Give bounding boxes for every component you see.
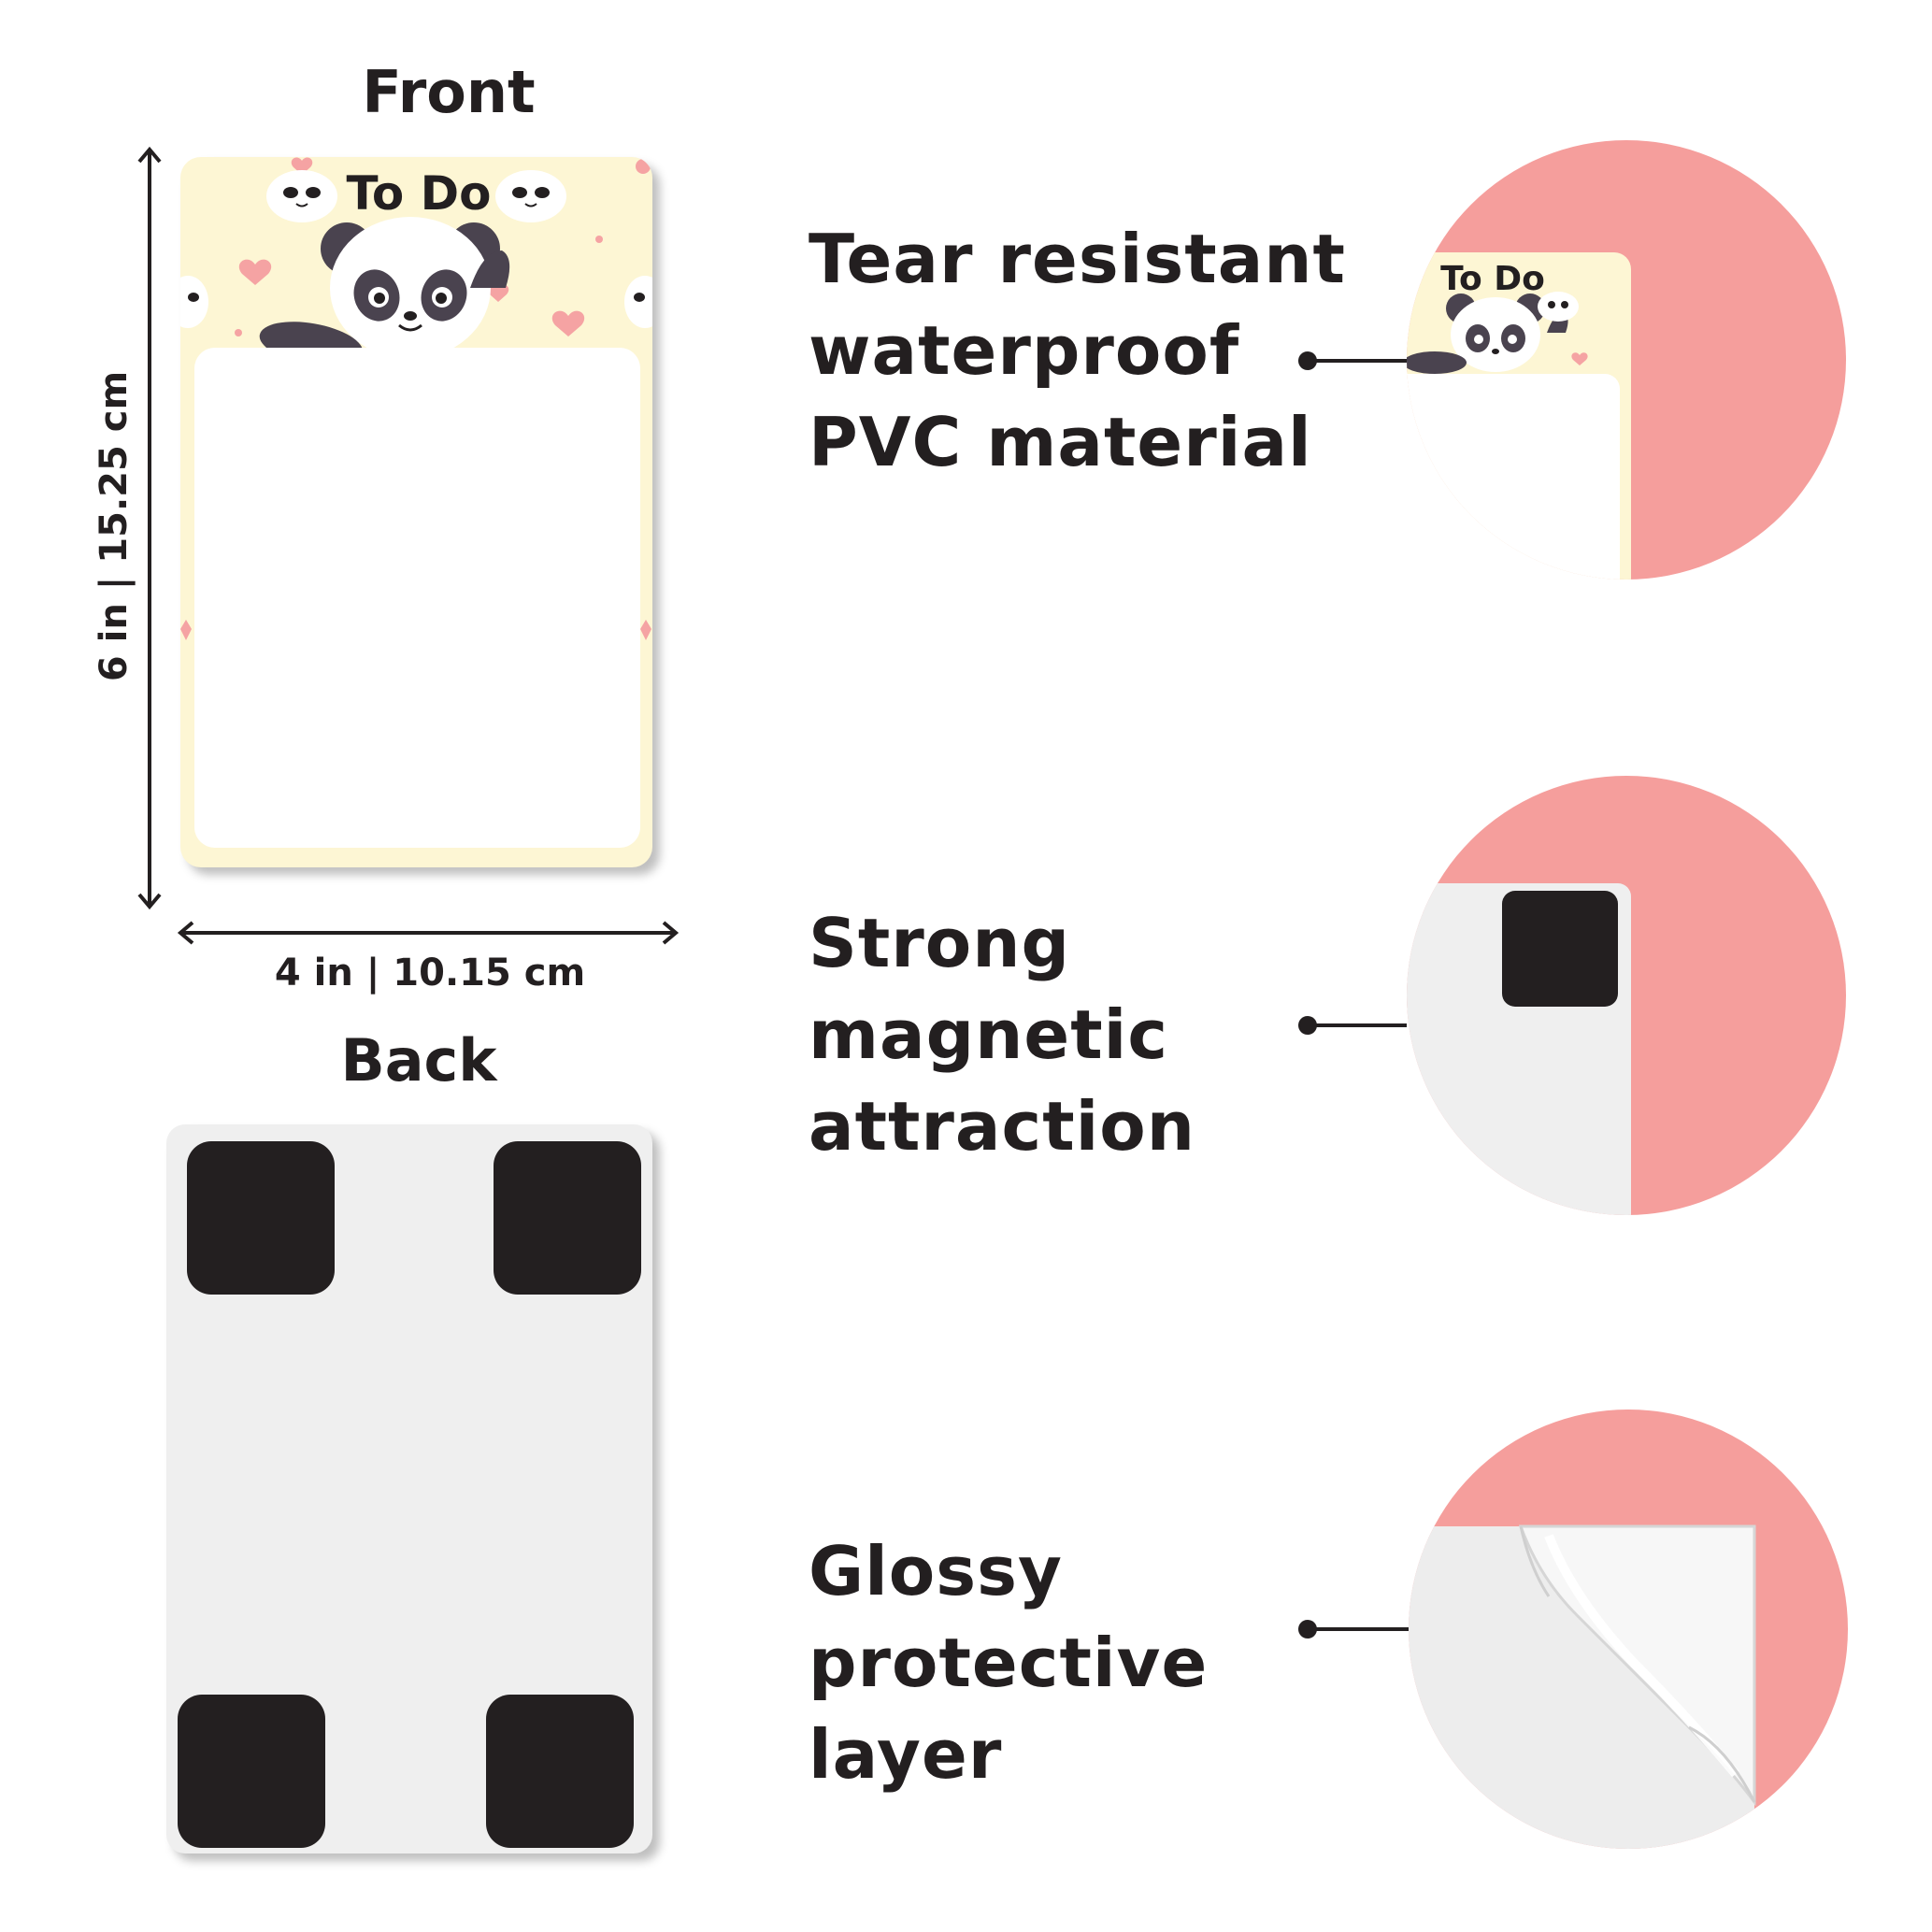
feature-3-line-3: layer (809, 1715, 1003, 1794)
back-heading: Back (340, 1026, 497, 1095)
width-dimension-arrow (177, 921, 680, 945)
feature-text-2: Strong magnetic attraction (809, 897, 1195, 1172)
back-corner-closeup (1407, 883, 1631, 1215)
feature-1-line-3: PVC material (809, 403, 1312, 481)
closeup-magnet (1502, 891, 1618, 1007)
closeup-panda-illustration (1407, 292, 1588, 374)
panda-pattern-illustration (180, 157, 652, 640)
closeup-writing-area (1407, 374, 1620, 580)
small-panda-right (495, 170, 566, 222)
feature-1-line-2: waterproof (809, 311, 1240, 390)
connector-line-3 (1308, 1627, 1409, 1631)
main-panda (259, 217, 510, 366)
front-card: To Do (180, 157, 652, 867)
height-dimension-arrow (137, 146, 162, 910)
feature-1-circle: To Do (1407, 140, 1846, 580)
feature-2-line-1: Strong (809, 904, 1071, 982)
width-label: 4 in | 10.15 cm (274, 952, 586, 995)
front-heading: Front (362, 58, 536, 126)
connector-line-1 (1308, 359, 1407, 363)
writing-area (194, 348, 640, 848)
feature-2-line-2: magnetic (809, 995, 1169, 1074)
back-card (166, 1124, 652, 1853)
magnet-top-right (494, 1141, 641, 1295)
height-label: 6 in | 15.25 cm (93, 370, 136, 682)
feature-3-line-1: Glossy (809, 1532, 1063, 1610)
peeling-film-illustration (1409, 1524, 1756, 1849)
feature-2-line-3: attraction (809, 1087, 1196, 1166)
feature-text-3: Glossy protective layer (809, 1525, 1208, 1800)
closeup-title: To Do (1440, 260, 1545, 298)
card-corner-closeup: To Do (1407, 252, 1631, 580)
magnet-bottom-right (486, 1695, 634, 1848)
feature-3-circle (1409, 1410, 1848, 1849)
feature-text-1: Tear resistant waterproof PVC material (809, 213, 1346, 488)
feature-3-line-2: protective (809, 1624, 1209, 1702)
connector-line-2 (1308, 1023, 1407, 1027)
feature-2-circle (1407, 776, 1846, 1215)
magnet-top-left (187, 1141, 335, 1295)
magnet-bottom-left (178, 1695, 325, 1848)
feature-1-line-1: Tear resistant (809, 220, 1346, 298)
todo-title: To Do (346, 166, 492, 221)
small-panda-left (266, 170, 337, 222)
